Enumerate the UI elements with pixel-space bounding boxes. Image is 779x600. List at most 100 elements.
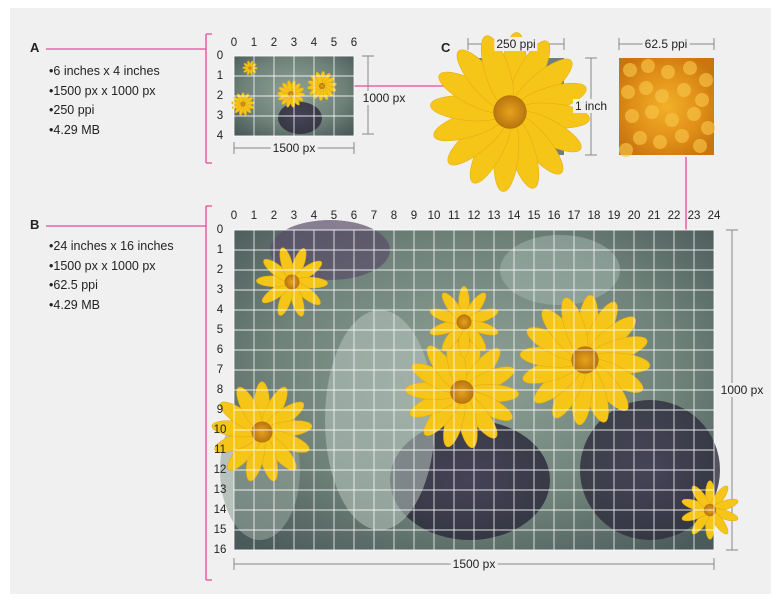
bracket-a: [46, 33, 212, 164]
a-width-label: 1500 px: [270, 141, 318, 155]
tick-b-x: 4: [310, 210, 318, 222]
flower-b-right: [519, 294, 651, 426]
tick-a-x: 0: [230, 37, 238, 49]
grid-a: [233, 55, 355, 137]
tick-b-y: 8: [216, 384, 224, 396]
tick-b-x: 14: [507, 210, 521, 222]
tick-b-y: 0: [216, 224, 224, 236]
tick-a-y: 2: [216, 90, 224, 102]
c-right-ppi-label: 62.5 ppi: [642, 37, 690, 51]
c-left-ppi-label: 250 ppi: [494, 37, 538, 51]
spec-b-resolution: 62.5 ppi: [49, 276, 174, 296]
tick-a-x: 1: [250, 37, 258, 49]
tick-b-y: 3: [216, 284, 224, 296]
stamen-blob: [639, 81, 653, 95]
tick-a-x: 3: [290, 37, 298, 49]
tick-a-y: 4: [216, 130, 224, 142]
tick-b-x: 0: [230, 210, 238, 222]
tick-b-x: 1: [250, 210, 258, 222]
tick-a-x: 4: [310, 37, 318, 49]
tick-a-y: 1: [216, 70, 224, 82]
spec-a-resolution: 250 ppi: [49, 101, 160, 121]
tick-b-x: 8: [390, 210, 398, 222]
tick-a-x: 5: [330, 37, 338, 49]
tick-b-x: 7: [370, 210, 378, 222]
tick-b-x: 20: [627, 210, 641, 222]
c-height-label: 1 inch: [572, 99, 610, 113]
stamen-blob: [675, 129, 689, 143]
spec-a-filesize: 4.29 MB: [49, 121, 160, 141]
spec-b-filesize: 4.29 MB: [49, 296, 174, 316]
flower-a-middle: [277, 80, 305, 108]
tick-b-x: 9: [410, 210, 418, 222]
tick-b-y: 13: [213, 484, 227, 496]
tick-b-y: 10: [213, 424, 227, 436]
tick-b-x: 2: [270, 210, 278, 222]
tick-b-y: 6: [216, 344, 224, 356]
tick-a-y: 3: [216, 110, 224, 122]
tick-b-y: 16: [213, 544, 227, 556]
tick-b-x: 21: [647, 210, 661, 222]
tick-b-x: 11: [448, 210, 460, 222]
stamen-blob: [641, 59, 655, 73]
tick-b-x: 13: [487, 210, 501, 222]
flower-b-middle-top: [429, 286, 499, 358]
spec-b-dimensions: 24 inches x 16 inches: [49, 237, 173, 257]
tick-b-x: 10: [427, 210, 441, 222]
stamen-blob: [693, 139, 707, 153]
tick-b-x: 12: [467, 210, 481, 222]
tick-b-x: 18: [587, 210, 601, 222]
stamen-blob: [695, 93, 709, 107]
tick-a-y: 0: [216, 50, 224, 62]
b-height-label: 1000 px: [718, 383, 766, 397]
tick-b-y: 9: [216, 404, 224, 416]
tick-b-x: 24: [707, 210, 721, 222]
stamen-blob: [621, 85, 635, 99]
tick-b-y: 12: [213, 464, 227, 476]
label-a: A: [30, 40, 40, 55]
stamen-blob: [699, 73, 713, 87]
photo-b: [211, 220, 739, 550]
tick-b-x: 17: [567, 210, 581, 222]
stamen-blob: [665, 113, 679, 127]
detail-250ppi: [430, 32, 590, 192]
tick-b-x: 5: [330, 210, 338, 222]
flower-b-top-left: [256, 247, 328, 317]
detail-62-5ppi: [619, 58, 715, 157]
tick-b-y: 15: [213, 524, 227, 536]
bracket-b: [46, 205, 212, 581]
tick-b-y: 7: [216, 364, 224, 376]
tick-b-y: 2: [216, 264, 224, 276]
stamen-blob: [619, 143, 633, 157]
tick-b-x: 23: [687, 210, 701, 222]
tick-b-x: 16: [547, 210, 561, 222]
stamen-blob: [655, 89, 669, 103]
tick-b-x: 3: [290, 210, 298, 222]
flower-b-edge: [681, 480, 739, 540]
tick-b-y: 11: [214, 444, 226, 456]
tick-a-x: 2: [270, 37, 278, 49]
flower-c-closeup: [430, 32, 590, 192]
stamen-blob: [687, 107, 701, 121]
stamen-blob: [701, 121, 715, 135]
tick-b-x: 6: [350, 210, 358, 222]
stamen-blob: [633, 131, 647, 145]
stamen-blob: [623, 63, 637, 77]
b-width-label: 1500 px: [450, 557, 498, 571]
tick-b-y: 1: [216, 244, 224, 256]
stamen-blob: [645, 105, 659, 119]
grid-b: [233, 229, 715, 551]
label-c: C: [441, 40, 451, 55]
spec-a-dimensions: 6 inches x 4 inches: [49, 62, 159, 82]
tick-b-y: 14: [213, 504, 227, 516]
stamen-blob: [661, 65, 675, 79]
tick-b-x: 15: [527, 210, 541, 222]
specs-a: 6 inches x 4 inches 1500 px x 1000 px 25…: [49, 62, 160, 141]
tick-b-y: 4: [216, 304, 224, 316]
tick-b-y: 5: [216, 324, 224, 336]
tick-a-x: 6: [350, 37, 358, 49]
stamen-blob: [677, 83, 691, 97]
stamen-blob: [653, 135, 667, 149]
